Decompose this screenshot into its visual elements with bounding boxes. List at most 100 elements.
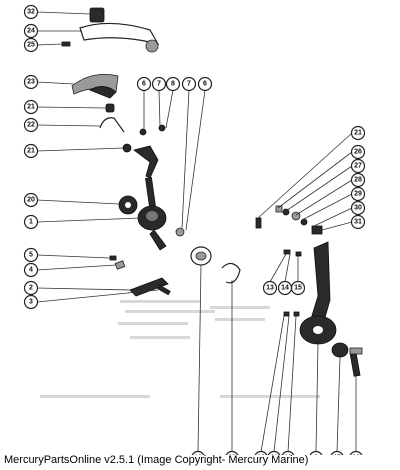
callout-circle bbox=[23, 262, 39, 278]
callout-bottom-5: 9 bbox=[309, 450, 323, 456]
callout-circle bbox=[23, 117, 39, 133]
callout-circle bbox=[23, 294, 39, 310]
callout-number: 13 bbox=[266, 285, 274, 292]
callout-number: 12 bbox=[284, 455, 292, 456]
callout-bottom-4: 12 bbox=[281, 450, 295, 456]
callout-number: 10 bbox=[257, 455, 265, 456]
callout-number: 4 bbox=[29, 267, 33, 274]
callout-mid-2: 15 bbox=[290, 280, 306, 296]
callout-number: 7 bbox=[187, 81, 191, 88]
callout-circle bbox=[23, 143, 39, 159]
callout-circle bbox=[23, 214, 39, 230]
callout-circle bbox=[181, 76, 197, 92]
callout-right-3: 28 bbox=[350, 172, 366, 188]
callout-number: 18 bbox=[228, 455, 236, 456]
callout-circle bbox=[254, 450, 268, 455]
callout-right-6: 31 bbox=[350, 214, 366, 230]
callout-number: 2 bbox=[29, 285, 33, 292]
callout-circle bbox=[350, 214, 366, 230]
callout-right-5: 30 bbox=[350, 200, 366, 216]
callout-circle bbox=[23, 280, 39, 296]
callout-bottom-2: 10 bbox=[254, 450, 268, 456]
callout-left-5: 22 bbox=[23, 117, 39, 133]
callout-number: 9 bbox=[314, 455, 318, 456]
callout-right-2: 27 bbox=[350, 158, 366, 174]
callout-number: 24 bbox=[27, 28, 35, 35]
bracket-32-24 bbox=[61, 7, 160, 53]
callout-circle bbox=[350, 125, 366, 141]
callout-circle bbox=[281, 450, 295, 455]
cam-plate-23 bbox=[71, 73, 119, 99]
leader-lines bbox=[36, 11, 357, 453]
callout-circle bbox=[23, 37, 39, 53]
callout-circle bbox=[290, 280, 306, 296]
callout-circle bbox=[262, 280, 278, 296]
callout-circle bbox=[23, 99, 39, 115]
cam-disc-20-1 bbox=[118, 195, 185, 251]
callout-circle bbox=[350, 158, 366, 174]
callout-number: 20 bbox=[27, 197, 35, 204]
callout-number: 6 bbox=[142, 81, 146, 88]
image-copyright-caption: MercuryPartsOnline v2.5.1 (Image Copyrig… bbox=[4, 454, 309, 466]
callout-right-0: 21 bbox=[350, 125, 366, 141]
callout-upper-1: 7 bbox=[151, 76, 167, 92]
callout-circle bbox=[165, 76, 181, 92]
callout-circle bbox=[330, 450, 344, 455]
callout-right-4: 29 bbox=[350, 186, 366, 202]
callout-bottom-7: 16 bbox=[349, 450, 363, 455]
callout-number: 23 bbox=[27, 79, 35, 86]
callout-circle bbox=[23, 23, 39, 39]
callout-left-7: 20 bbox=[23, 192, 39, 208]
callout-circle bbox=[350, 144, 366, 160]
callout-circle bbox=[349, 450, 363, 455]
callout-left-8: 1 bbox=[23, 214, 39, 230]
callout-left-6: 21 bbox=[23, 143, 39, 159]
callout-left-9: 5 bbox=[23, 247, 39, 263]
callout-bottom-6: 17 bbox=[330, 450, 344, 455]
callout-circle bbox=[23, 247, 39, 263]
callout-number: 30 bbox=[354, 205, 362, 212]
callout-number: 21 bbox=[27, 148, 35, 155]
callout-circle bbox=[23, 74, 39, 90]
callout-left-11: 2 bbox=[23, 280, 39, 296]
callout-upper-4: 6 bbox=[197, 76, 213, 92]
callout-circle bbox=[23, 192, 39, 208]
callout-mid-1: 14 bbox=[277, 280, 293, 296]
callout-number: 3 bbox=[29, 299, 33, 306]
callout-number: 28 bbox=[354, 177, 362, 184]
callout-left-10: 4 bbox=[23, 262, 39, 278]
callout-number: 32 bbox=[27, 9, 35, 16]
callout-number: 19 bbox=[194, 455, 202, 456]
callouts-bottom-row: 191810111291716 bbox=[191, 450, 363, 456]
callout-number: 27 bbox=[354, 163, 362, 170]
fasteners-13-15-10-12 bbox=[283, 249, 302, 317]
lever-arm-9 bbox=[299, 241, 337, 345]
callout-circle bbox=[225, 450, 239, 455]
callout-number: 8 bbox=[171, 81, 175, 88]
callout-circle bbox=[350, 172, 366, 188]
callout-number: 31 bbox=[354, 219, 362, 226]
callout-circle bbox=[350, 200, 366, 216]
callout-circle bbox=[136, 76, 152, 92]
callout-left-0: 32 bbox=[23, 4, 39, 20]
callout-number: 6 bbox=[203, 81, 207, 88]
callout-left-2: 25 bbox=[23, 37, 39, 53]
callout-circle bbox=[151, 76, 167, 92]
callout-upper-3: 7 bbox=[181, 76, 197, 92]
callout-number: 25 bbox=[27, 42, 35, 49]
callout-number: 29 bbox=[354, 191, 362, 198]
callout-bottom-1: 18 bbox=[225, 450, 239, 456]
callout-left-12: 3 bbox=[23, 294, 39, 310]
callout-circle bbox=[350, 186, 366, 202]
faint-background-print bbox=[40, 300, 320, 398]
callout-circle bbox=[309, 450, 323, 455]
callout-number: 26 bbox=[354, 149, 362, 156]
callout-circle bbox=[191, 450, 205, 455]
callout-circle bbox=[197, 76, 213, 92]
callout-left-1: 24 bbox=[23, 23, 39, 39]
callout-right-1: 26 bbox=[350, 144, 366, 160]
callout-left-4: 21 bbox=[23, 99, 39, 115]
callout-number: 5 bbox=[29, 252, 33, 259]
